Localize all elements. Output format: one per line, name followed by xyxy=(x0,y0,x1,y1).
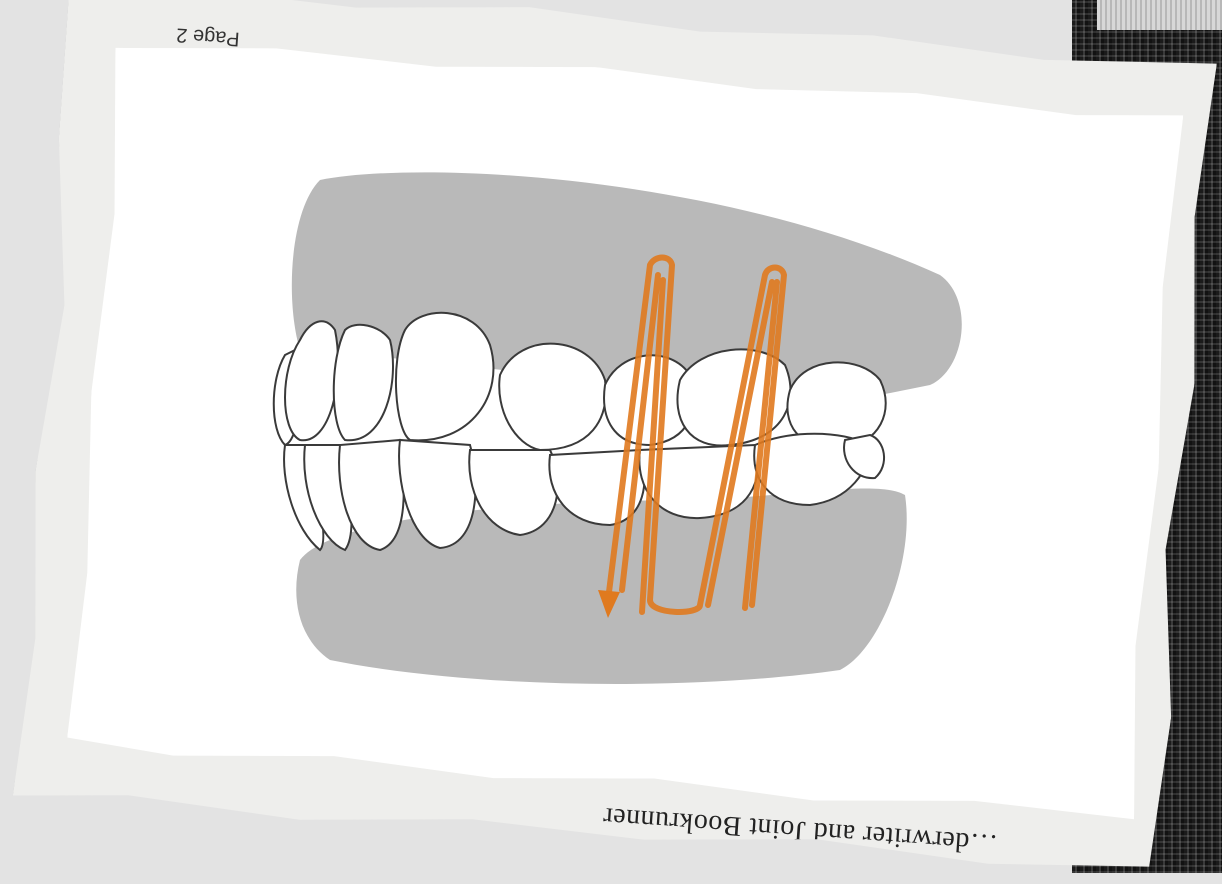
upper-tooth xyxy=(499,344,606,450)
upper-tooth xyxy=(334,325,393,440)
upper-tooth xyxy=(396,313,494,441)
upper-tooth xyxy=(285,321,338,440)
